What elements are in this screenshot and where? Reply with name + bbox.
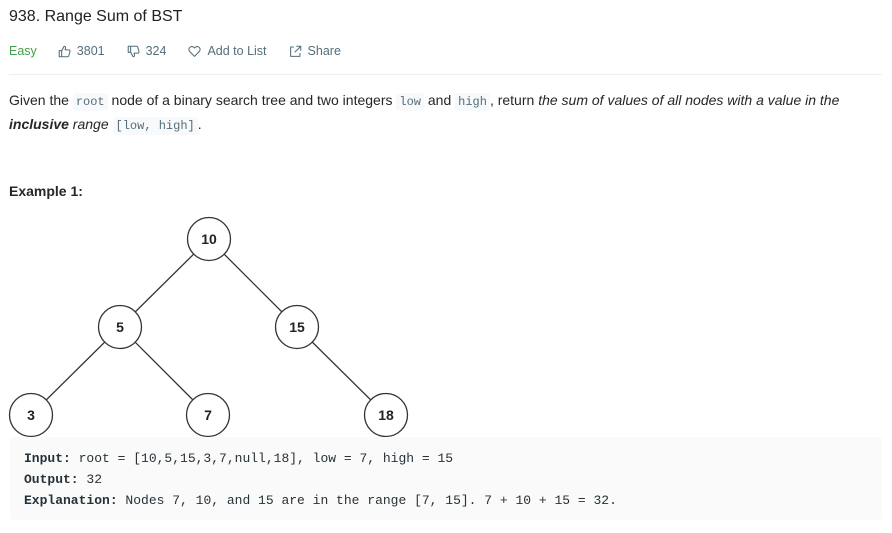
desc-text: node of a binary search tree and two int… xyxy=(107,92,397,108)
example-codeblock: Input: root = [10,5,15,3,7,null,18], low… xyxy=(10,437,882,520)
add-to-list-label: Add to List xyxy=(207,44,267,58)
explanation-value: Nodes 7, 10, and 15 are in the range [7,… xyxy=(117,493,617,508)
input-value: root = [10,5,15,3,7,null,18], low = 7, h… xyxy=(70,451,454,466)
thumbs-up-icon xyxy=(58,45,71,57)
like-button[interactable]: 3801 xyxy=(58,44,105,58)
problem-meta-bar: Easy 3801 324 Add to List Share xyxy=(9,43,363,59)
output-value: 32 xyxy=(78,472,103,487)
desc-text: and xyxy=(423,92,456,108)
code-root: root xyxy=(72,93,108,111)
tree-node xyxy=(97,304,143,350)
code-low: low xyxy=(396,93,424,111)
tree-node-label: 15 xyxy=(289,319,305,335)
tree-node xyxy=(186,216,232,262)
tree-diagram: 10 5 15 3 7 18 xyxy=(8,216,409,438)
dislike-button[interactable]: 324 xyxy=(127,44,167,58)
desc-text: , return xyxy=(489,92,539,108)
tree-node-label: 3 xyxy=(27,407,35,423)
tree-node xyxy=(274,304,320,350)
desc-text: Given the xyxy=(9,92,73,108)
difficulty-badge: Easy xyxy=(9,44,37,58)
desc-text: . xyxy=(197,116,202,132)
example-explanation-line: Explanation: Nodes 7, 10, and 15 are in … xyxy=(24,490,868,511)
thumbs-down-icon xyxy=(127,45,140,57)
divider xyxy=(9,74,882,75)
example-input-line: Input: root = [10,5,15,3,7,null,18], low… xyxy=(24,448,868,469)
heart-icon xyxy=(188,45,202,57)
code-high: high xyxy=(455,93,490,111)
explanation-label: Explanation: xyxy=(24,493,118,508)
example-output-line: Output: 32 xyxy=(24,469,868,490)
output-label: Output: xyxy=(24,472,79,487)
desc-italic: range xyxy=(68,116,113,132)
tree-node xyxy=(8,392,54,438)
problem-description: Given the root node of a binary search t… xyxy=(9,89,884,137)
desc-italic: the sum of values of all nodes with a va… xyxy=(538,92,840,108)
tree-node xyxy=(363,392,409,438)
tree-node-label: 7 xyxy=(204,407,212,423)
tree-node xyxy=(185,392,231,438)
share-icon xyxy=(289,45,301,57)
desc-bold-italic: inclusive xyxy=(9,116,69,132)
tree-node-label: 18 xyxy=(378,407,394,423)
tree-node-label: 10 xyxy=(201,231,217,247)
like-count: 3801 xyxy=(76,44,105,58)
share-button[interactable]: Share xyxy=(289,44,341,58)
problem-title: 938. Range Sum of BST xyxy=(9,8,183,25)
code-range: [low, high] xyxy=(112,117,198,135)
add-to-list-button[interactable]: Add to List xyxy=(188,44,267,58)
tree-node-label: 5 xyxy=(116,319,124,335)
input-label: Input: xyxy=(24,451,71,466)
share-label: Share xyxy=(307,44,341,58)
dislike-count: 324 xyxy=(145,44,167,58)
example-title: Example 1: xyxy=(9,183,83,199)
